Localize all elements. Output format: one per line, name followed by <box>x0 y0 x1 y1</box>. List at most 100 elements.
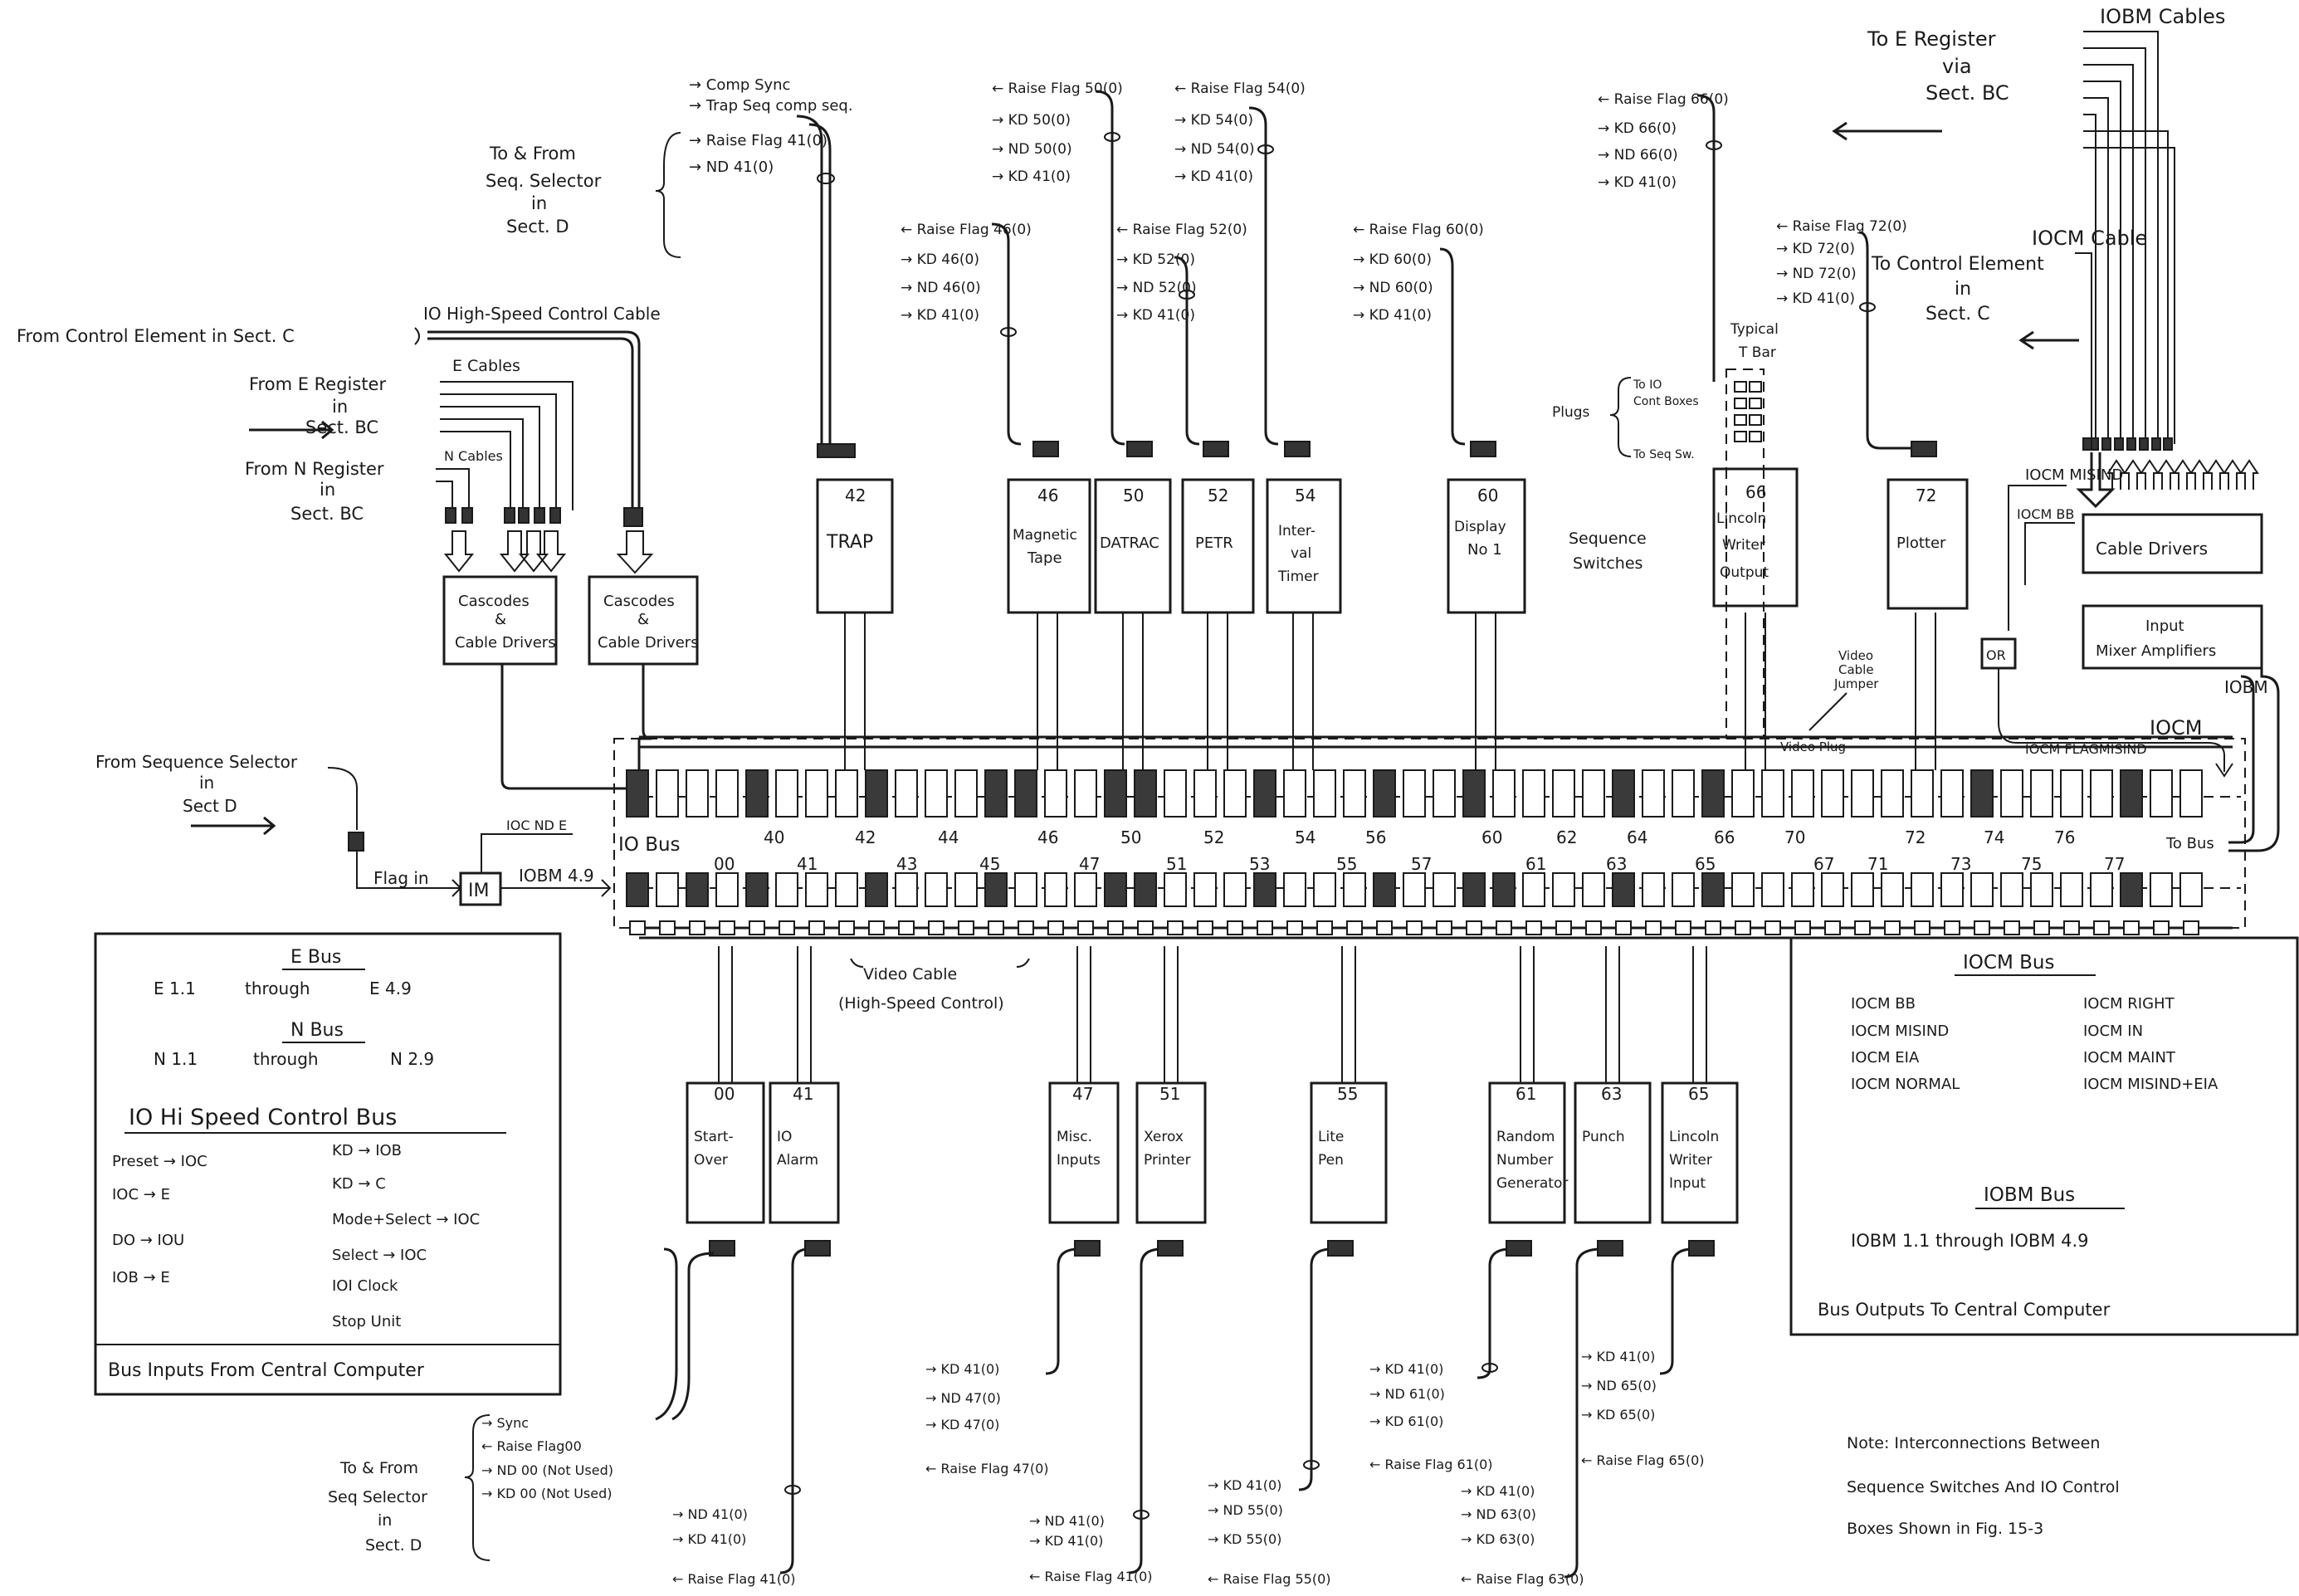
svg-text:Sect. C: Sect. C <box>1926 304 1990 325</box>
video-cable-label: Video Cable (High-Speed Control) <box>838 965 1004 1013</box>
brace-icon <box>415 328 419 344</box>
bus-slot-lower <box>1911 873 1933 906</box>
bus-slot-lower <box>1822 873 1843 906</box>
bus-slot-upper <box>627 770 648 817</box>
svg-text:&: & <box>637 611 649 628</box>
bus-slot-lower <box>1642 873 1664 906</box>
bus-slot-upper <box>686 770 708 817</box>
svg-text:DATRAC: DATRAC <box>1100 534 1159 552</box>
bus-slot-label: 72 <box>1905 827 1926 847</box>
svg-text:→ ND 54(0): → ND 54(0) <box>1174 141 1255 158</box>
iocm-bus-title: IOCM Bus <box>1963 952 2054 974</box>
top-module-46[interactable]: 46 Magnetic Tape <box>1008 480 1090 613</box>
svg-text:Xerox: Xerox <box>1144 1129 1184 1145</box>
bus-slot-lower <box>746 873 768 906</box>
bus-slot-upper <box>866 770 887 817</box>
svg-text:→ KD 41(0): → KD 41(0) <box>1116 307 1195 324</box>
top-module-52[interactable]: 52 PETR <box>1183 480 1253 613</box>
svg-text:in: in <box>199 773 214 793</box>
svg-text:Sect. D: Sect. D <box>506 217 569 237</box>
bus-slot-bottom <box>1915 921 1930 935</box>
bus-slot-upper <box>836 770 857 817</box>
svg-text:IOC → E: IOC → E <box>112 1186 170 1203</box>
top-module-72[interactable]: 72 Plotter <box>1888 480 1967 608</box>
svg-text:→ KD 72(0): → KD 72(0) <box>1776 241 1855 257</box>
top-module-60[interactable]: 60 Display No 1 <box>1448 480 1525 613</box>
bus-slot-upper <box>985 770 1007 817</box>
svg-text:N 2.9: N 2.9 <box>390 1049 434 1069</box>
bus-slot-upper <box>2001 770 2023 817</box>
e-bus-title: E Bus <box>290 947 341 968</box>
plug-50 <box>1127 442 1152 456</box>
bus-slot-bottom <box>1646 921 1661 935</box>
svg-text:→ ND 55(0): → ND 55(0) <box>1208 1502 1283 1518</box>
bus-slot-bottom <box>988 921 1003 935</box>
svg-text:Inter-: Inter- <box>1278 523 1315 539</box>
n-bus-range: N 1.1 through N 2.9 <box>154 1049 434 1069</box>
top-module-42[interactable]: 42 TRAP <box>818 480 892 613</box>
bus-slot-label: 57 <box>1411 854 1432 874</box>
hs-cable-plug <box>624 508 642 526</box>
bus-slot-label: 43 <box>896 854 917 874</box>
bus-slot-upper <box>1314 770 1335 817</box>
svg-text:val: val <box>1291 545 1311 562</box>
ioc-nd-e-label: IOC ND E <box>506 818 567 833</box>
bus-slot-bottom <box>630 921 645 935</box>
svg-text:Video: Video <box>1838 648 1873 663</box>
top-module-50[interactable]: 50 DATRAC <box>1096 480 1170 613</box>
svg-text:&: & <box>495 611 506 628</box>
svg-text:← Raise Flag 60(0): ← Raise Flag 60(0) <box>1353 222 1484 238</box>
bus-slot-lower <box>1075 873 1096 906</box>
plug-47 <box>1075 1241 1100 1256</box>
bus-slot-label: 41 <box>797 854 818 874</box>
svg-text:Seq Selector: Seq Selector <box>328 1488 427 1506</box>
from-n-register-label: From N Register in Sect. BC <box>245 459 384 524</box>
cable-00-b <box>672 1253 714 1419</box>
to-seq-sw-label: To Seq Sw. <box>1633 448 1695 461</box>
bus-slot-upper <box>925 770 947 817</box>
bus-slot-lower <box>2061 873 2082 906</box>
bus-slot-lower <box>2180 873 2202 906</box>
bus-slot-bottom <box>2184 921 2199 935</box>
n-cable-plug <box>462 508 472 523</box>
svg-text:Generator: Generator <box>1496 1175 1568 1192</box>
bus-slot-bottom <box>1287 921 1302 935</box>
svg-text:Sequence: Sequence <box>1569 530 1647 548</box>
svg-text:→ KD 41(0): → KD 41(0) <box>1581 1349 1655 1364</box>
svg-text:→ ND 50(0): → ND 50(0) <box>992 141 1072 158</box>
svg-text:41: 41 <box>793 1084 813 1104</box>
bus-slot-label: 61 <box>1525 854 1546 874</box>
svg-text:55: 55 <box>1337 1084 1358 1104</box>
iocm-misind-label: IOCM MISIND <box>2025 466 2123 484</box>
svg-text:Stop Unit: Stop Unit <box>332 1313 401 1330</box>
bus-slot-bottom <box>809 921 824 935</box>
bus-slot-bottom <box>1676 921 1691 935</box>
svg-text:← Raise Flag 41(0): ← Raise Flag 41(0) <box>672 1571 796 1587</box>
bus-slot-lower <box>1374 873 1395 906</box>
svg-text:TRAP: TRAP <box>826 532 873 553</box>
svg-text:46: 46 <box>1037 486 1058 505</box>
t-bar-slots <box>1735 382 1761 442</box>
svg-text:← Raise Flag00: ← Raise Flag00 <box>481 1438 582 1454</box>
bus-slot-lower <box>1224 873 1246 906</box>
svg-text:To Control Element: To Control Element <box>1871 254 2044 275</box>
svg-text:Input: Input <box>2145 617 2184 635</box>
top-module-54[interactable]: 54 Inter- val Timer <box>1267 480 1340 613</box>
svg-text:Cont Boxes: Cont Boxes <box>1633 395 1699 408</box>
svg-text:← Raise Flag 54(0): ← Raise Flag 54(0) <box>1174 81 1306 97</box>
signals-60: ← Raise Flag 60(0) → KD 60(0) → ND 60(0)… <box>1353 222 1484 324</box>
svg-text:00: 00 <box>714 1084 735 1104</box>
io-bus-label: IO Bus <box>618 834 681 856</box>
bus-slot-upper <box>2091 770 2112 817</box>
bus-slot-bottom <box>1228 921 1242 935</box>
bus-slot-upper <box>2150 770 2172 817</box>
bus-slot-lower <box>1792 873 1813 906</box>
